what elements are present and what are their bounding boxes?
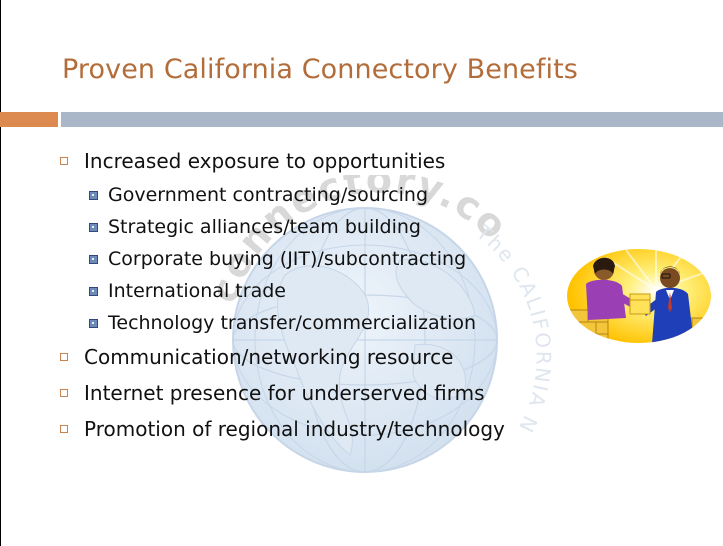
bullet-list: Increased exposure to opportunities Gove… [60, 143, 505, 447]
sub-bullet-text: International trade [108, 280, 286, 302]
filled-square-bullet-icon [89, 255, 98, 264]
bullet-item: Promotion of regional industry/technolog… [60, 411, 505, 447]
sub-bullet-text: Corporate buying (JIT)/subcontracting [108, 248, 467, 270]
bullet-item: Increased exposure to opportunities [60, 143, 505, 179]
sub-bullet-item: Government contracting/sourcing [60, 179, 505, 211]
business-handshake-icon [567, 249, 711, 343]
bullet-text: Communication/networking resource [84, 345, 454, 369]
bullet-text: Promotion of regional industry/technolog… [84, 417, 505, 441]
filled-square-bullet-icon [89, 223, 98, 232]
sub-bullet-item: International trade [60, 275, 505, 307]
sub-bullet-item: Strategic alliances/team building [60, 211, 505, 243]
filled-square-bullet-icon [89, 319, 98, 328]
filled-square-bullet-icon [89, 287, 98, 296]
sub-bullet-text: Strategic alliances/team building [108, 216, 421, 238]
filled-square-bullet-icon [89, 191, 98, 200]
bullet-text: Internet presence for underserved firms [84, 381, 485, 405]
hollow-square-bullet-icon [60, 353, 68, 361]
bullet-text: Increased exposure to opportunities [84, 149, 446, 173]
sub-bullet-item: Technology transfer/commercialization [60, 307, 505, 339]
sub-bullet-text: Government contracting/sourcing [108, 184, 429, 206]
bullet-item: Communication/networking resource [60, 339, 505, 375]
hollow-square-bullet-icon [60, 389, 68, 397]
slide-title: Proven California Connectory Benefits [62, 54, 578, 85]
watermark-globe-icon: connectory.com The CALIFORNIA Network [175, 175, 554, 473]
hollow-square-bullet-icon [60, 157, 68, 165]
bullet-item: Internet presence for underserved firms [60, 375, 505, 411]
accent-bar [0, 112, 58, 127]
hollow-square-bullet-icon [60, 425, 68, 433]
divider-bar [61, 112, 723, 127]
sub-bullet-text: Technology transfer/commercialization [108, 312, 477, 334]
slide-left-border [0, 0, 1, 546]
sub-bullet-item: Corporate buying (JIT)/subcontracting [60, 243, 505, 275]
